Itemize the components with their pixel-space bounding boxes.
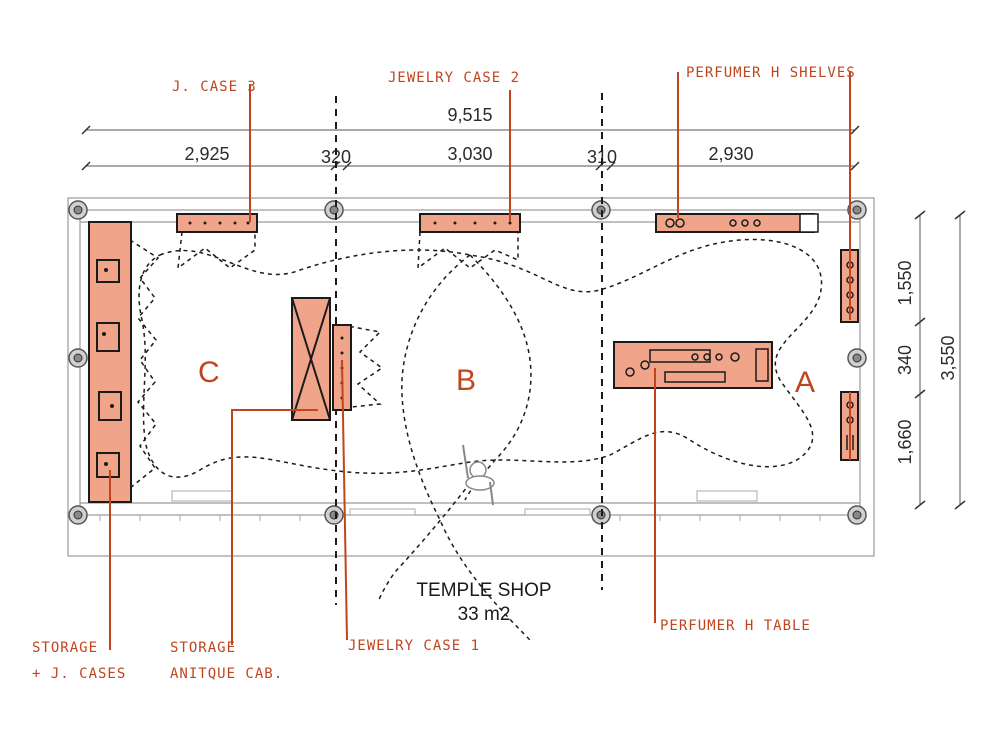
right-dimension-1: 1,550 bbox=[895, 260, 915, 305]
right-dimensions: 1,550 340 1,660 3,550 bbox=[895, 210, 966, 510]
column-icon bbox=[847, 348, 867, 368]
annotation-leaders bbox=[109, 72, 851, 650]
person-figure-icon bbox=[462, 444, 495, 506]
plan-title: TEMPLE SHOP bbox=[416, 580, 551, 601]
label-jewelry-case-1: JEWELRY CASE 1 bbox=[348, 638, 480, 654]
segment-dimension-1: 2,925 bbox=[184, 144, 229, 164]
j-case-3 bbox=[176, 213, 258, 233]
perfumer-shelves-top bbox=[655, 213, 819, 233]
right-dimension-2: 340 bbox=[895, 345, 915, 375]
segment-dimension-2: 320 bbox=[321, 147, 351, 167]
overall-dimension: 9,515 bbox=[447, 105, 492, 125]
zone-label-c: C bbox=[198, 356, 220, 389]
segment-dimension-5: 2,930 bbox=[708, 144, 753, 164]
window-sill-right bbox=[696, 490, 758, 502]
jewelry-case-2 bbox=[419, 213, 521, 233]
right-dimension-3: 1,660 bbox=[895, 419, 915, 464]
plan-area: 33 m2 bbox=[458, 604, 511, 625]
top-dimensions: 9,515 2,925 320 3,030 310 2,930 bbox=[81, 105, 860, 171]
storage-j-cases-unit bbox=[88, 221, 132, 503]
label-storage-j-cases-line1: STORAGE bbox=[32, 640, 98, 656]
columns bbox=[68, 200, 867, 525]
column-icon bbox=[68, 348, 88, 368]
zone-label-b: B bbox=[456, 364, 476, 397]
segment-dimension-3: 3,030 bbox=[447, 144, 492, 164]
label-jewelry-case-2: JEWELRY CASE 2 bbox=[388, 70, 520, 86]
column-icon bbox=[324, 505, 344, 525]
door-threshold-left bbox=[349, 508, 416, 516]
window-sill-left bbox=[171, 490, 233, 502]
door-threshold-right bbox=[524, 508, 591, 516]
label-j-case-3: J. CASE 3 bbox=[172, 79, 257, 95]
label-perfumer-shelves: PERFUMER H SHELVES bbox=[686, 65, 856, 81]
leader-storage-antique bbox=[231, 409, 318, 645]
label-storage-antique-line2: ANITQUE CAB. bbox=[170, 666, 283, 682]
column-icon bbox=[324, 200, 344, 220]
segment-dimension-4: 310 bbox=[587, 147, 617, 167]
label-storage-antique-line1: STORAGE bbox=[170, 640, 236, 656]
leader-jewelry-case-1 bbox=[341, 359, 348, 641]
column-icon bbox=[68, 200, 88, 220]
column-icon bbox=[847, 200, 867, 220]
zone-label-a: A bbox=[795, 366, 815, 399]
perfumer-table bbox=[613, 341, 773, 389]
storage-antique-cabinet bbox=[291, 297, 331, 421]
column-icon bbox=[68, 505, 88, 525]
right-dimension-overall: 3,550 bbox=[938, 335, 958, 380]
column-icon bbox=[847, 505, 867, 525]
label-perfumer-table: PERFUMER H TABLE bbox=[660, 618, 811, 634]
label-storage-j-cases-line2: + J. CASES bbox=[32, 666, 126, 682]
circulation-path bbox=[129, 231, 823, 641]
